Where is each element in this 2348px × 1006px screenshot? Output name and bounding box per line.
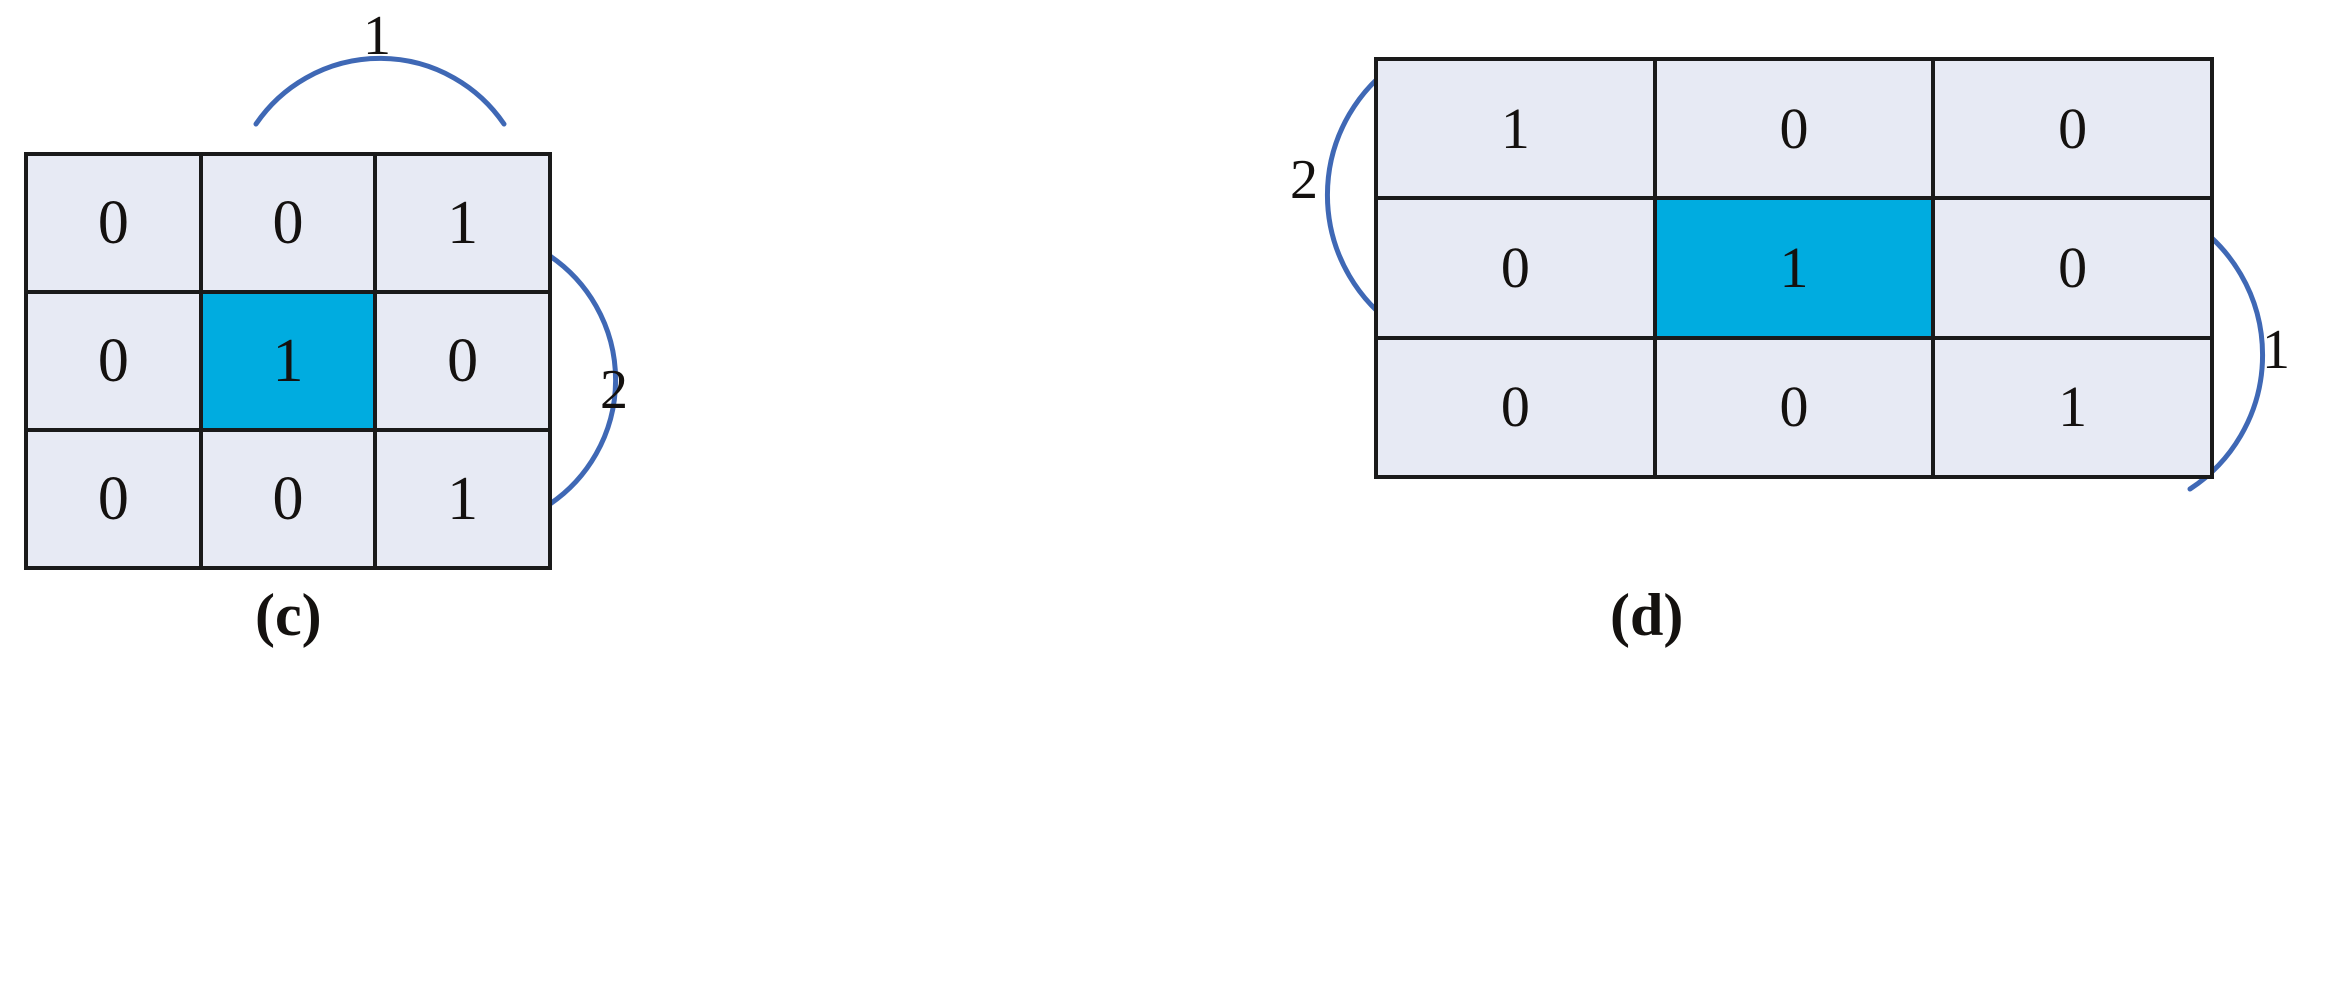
matrix-grid-c: 0 0 1 0 1 0 0 0 1 (24, 152, 552, 570)
panel-caption-c: (c) (255, 582, 322, 648)
cell-d-r0c2[interactable]: 0 (1935, 61, 2210, 197)
cell-c-r1c2[interactable]: 0 (377, 294, 548, 428)
arc-c-top (253, 55, 507, 127)
cell-c-r1c0[interactable]: 0 (28, 294, 199, 428)
arc-label-c-top: 1 (363, 5, 391, 67)
panel-caption-d: (d) (1610, 582, 1684, 648)
cell-d-r2c2[interactable]: 1 (1935, 339, 2210, 475)
arc-d-left (1325, 58, 1403, 332)
cell-d-r1c1-highlighted[interactable]: 1 (1656, 200, 1932, 336)
cell-c-r1c1-highlighted[interactable]: 1 (202, 294, 374, 428)
matrix-grid-d: 1 0 0 0 1 0 0 0 1 (1374, 57, 2214, 479)
cell-d-r2c0[interactable]: 0 (1378, 339, 1653, 475)
cell-d-r0c1[interactable]: 0 (1656, 61, 1932, 197)
cell-d-r1c2[interactable]: 0 (1935, 200, 2210, 336)
arc-label-d-right: 1 (2262, 319, 2290, 381)
cell-c-r0c2[interactable]: 1 (377, 156, 548, 290)
arc-label-c-right: 2 (600, 359, 628, 421)
cell-d-r0c0[interactable]: 1 (1378, 61, 1653, 197)
cell-c-r2c2[interactable]: 1 (377, 432, 548, 566)
cell-d-r2c1[interactable]: 0 (1656, 339, 1932, 475)
cell-d-r1c0[interactable]: 0 (1378, 200, 1653, 336)
cell-c-r2c1[interactable]: 0 (202, 432, 374, 566)
arc-label-d-left: 2 (1290, 149, 1318, 211)
cell-c-r2c0[interactable]: 0 (28, 432, 199, 566)
cell-c-r0c1[interactable]: 0 (202, 156, 374, 290)
cell-c-r0c0[interactable]: 0 (28, 156, 199, 290)
arc-d-right (2187, 218, 2265, 492)
arc-c-right (547, 253, 619, 507)
